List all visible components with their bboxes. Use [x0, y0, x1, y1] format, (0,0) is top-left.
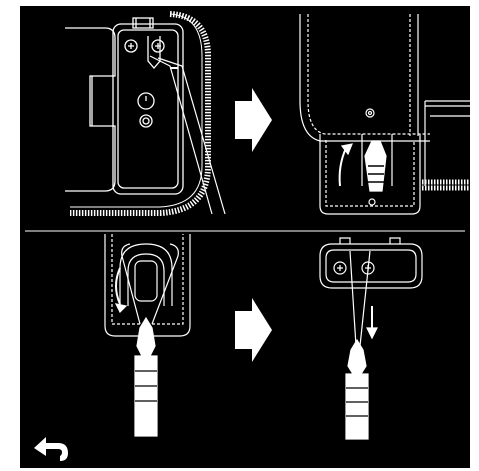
back-arrow-icon — [32, 434, 70, 464]
step3-illustration — [105, 234, 190, 436]
step4-illustration — [320, 238, 422, 439]
instruction-panel — [20, 6, 470, 468]
back-button[interactable] — [32, 434, 70, 464]
instruction-illustrations — [20, 6, 470, 468]
right-arrow-bottom — [235, 298, 272, 362]
step2-illustration — [300, 14, 470, 214]
step1-illustration — [65, 14, 225, 214]
right-arrow-top — [235, 88, 272, 152]
